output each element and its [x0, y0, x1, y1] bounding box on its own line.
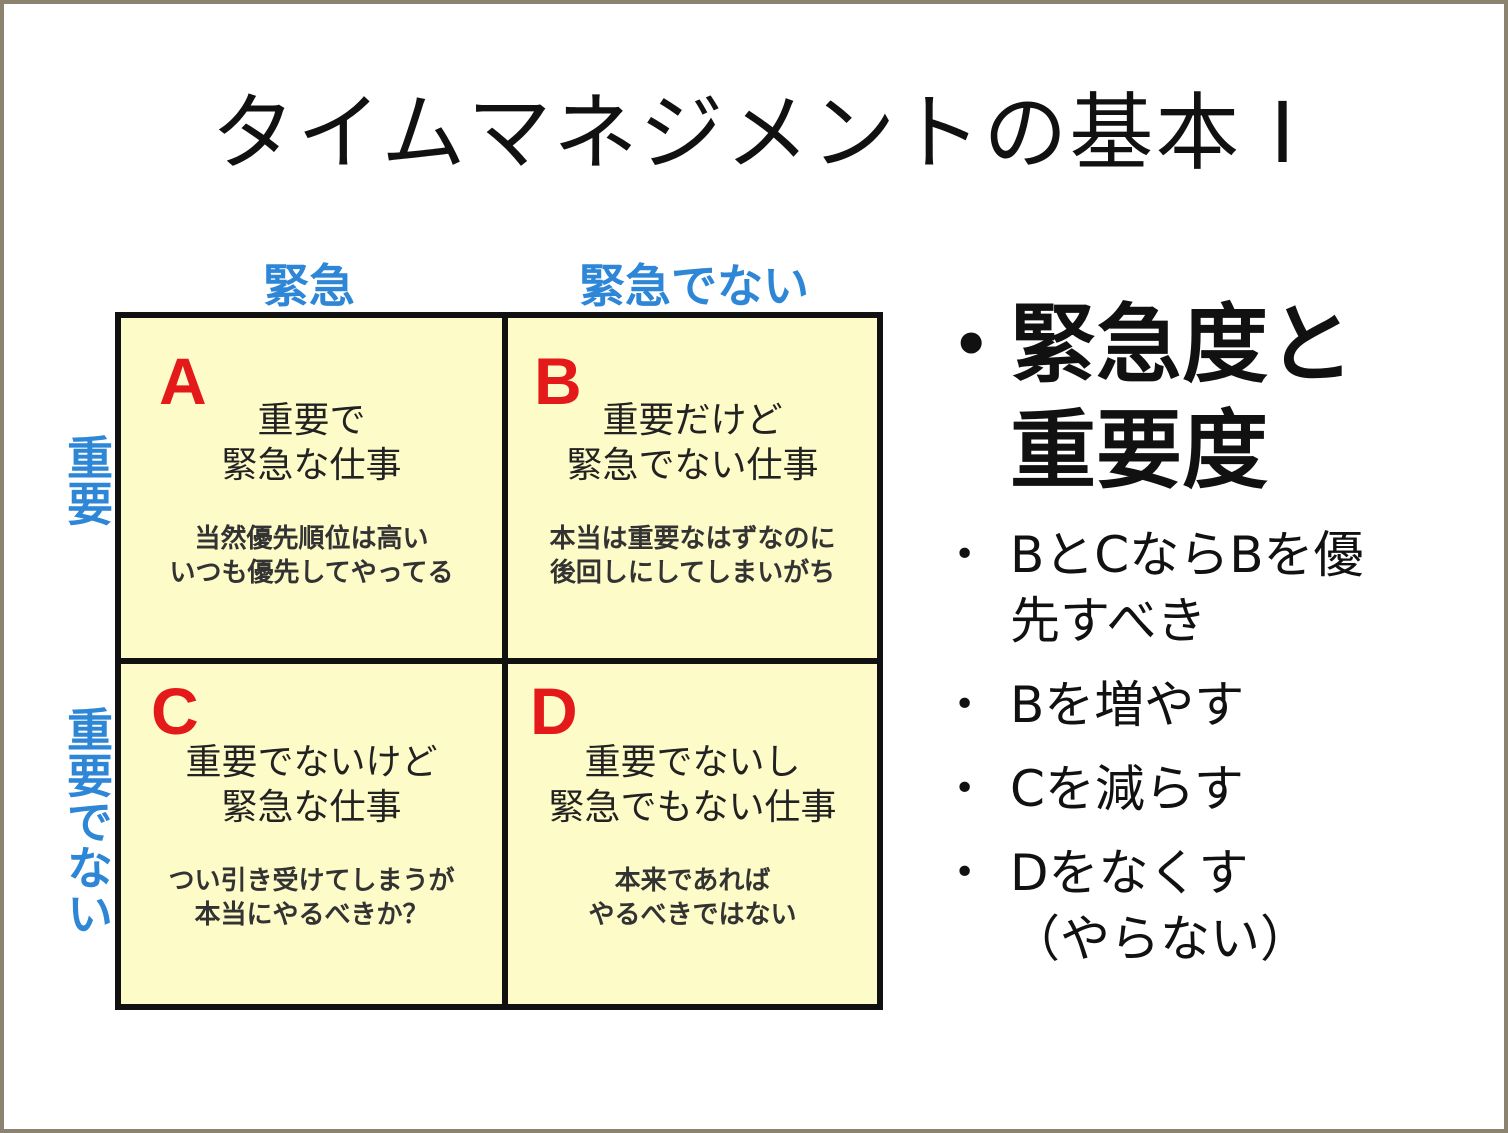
bullet-dot-icon: •	[954, 768, 976, 809]
quadrant-d: D 重要でないし 緊急でもない仕事 本来であれば やるべきではない	[508, 664, 877, 1004]
main-bullet: • 緊急度と 重要度	[944, 292, 1484, 504]
quadrant-description: 本当は重要なはずなのに 後回しにしてしまいがち	[508, 522, 877, 590]
quadrant-letter: B	[534, 344, 582, 418]
quadrant-title-line: 重要だけど	[602, 400, 783, 441]
sub-bullet-line: Dをなくす	[1010, 844, 1249, 902]
quadrant-title-line: 重要でないし	[584, 742, 801, 783]
quadrant-title: 重要で 緊急な仕事	[121, 398, 502, 488]
quadrant-letter: D	[530, 674, 578, 748]
bullet-dot-icon: •	[952, 310, 991, 380]
quadrant-description: つい引き受けてしまうが 本当にやるべきか？	[121, 864, 502, 932]
sub-bullet-line: 先すべき	[1010, 592, 1207, 650]
quadrant-title-line: 緊急でない仕事	[566, 445, 819, 486]
quadrant-description-line: 本来であれば	[614, 866, 771, 896]
sub-bullet-line: BとCならBを優	[1010, 526, 1364, 584]
quadrant-description-line: つい引き受けてしまうが	[168, 866, 455, 896]
quadrant-a: A 重要で 緊急な仕事 当然優先順位は高い いつも優先してやってる	[121, 318, 502, 658]
sub-bullet-item: • Bを増やす	[944, 672, 1484, 738]
quadrant-c: C 重要でないけど 緊急な仕事 つい引き受けてしまうが 本当にやるべきか？	[121, 664, 502, 1004]
quadrant-title-line: 重要で	[257, 400, 366, 441]
main-bullet-line: 重要度	[1010, 401, 1268, 501]
quadrant-description-line: 後回しにしてしまいがち	[549, 558, 836, 588]
quadrant-title-line: 緊急な仕事	[221, 445, 402, 486]
quadrant-description-line: 本当は重要なはずなのに	[549, 524, 836, 554]
eisenhower-matrix: A 重要で 緊急な仕事 当然優先順位は高い いつも優先してやってる B 重要だけ…	[115, 312, 883, 1010]
sub-bullet-item: • Dをなくす （やらない）	[944, 840, 1484, 972]
quadrant-title-line: 緊急でもない仕事	[548, 787, 837, 828]
bullet-dot-icon: •	[954, 534, 976, 575]
slide-title: タイムマネジメントの基本 I	[211, 84, 1297, 182]
quadrant-title: 重要でないし 緊急でもない仕事	[508, 740, 877, 830]
quadrant-title-line: 緊急な仕事	[221, 787, 402, 828]
row-header-not-important: 重要でない	[60, 706, 114, 936]
quadrant-description-line: 当然優先順位は高い	[194, 524, 429, 554]
sub-bullet-line: Cを減らす	[1010, 760, 1244, 818]
sub-bullet-item: • BとCならBを優 先すべき	[944, 522, 1484, 654]
quadrant-title: 重要でないけど 緊急な仕事	[121, 740, 502, 830]
quadrant-description-line: 本当にやるべきか？	[194, 900, 429, 930]
sub-bullet-item: • Cを減らす	[944, 756, 1484, 822]
main-bullet-line: 緊急度と	[1010, 295, 1354, 395]
row-header-important: 重要	[60, 434, 114, 526]
column-header-urgent: 緊急	[263, 259, 355, 313]
bullet-dot-icon: •	[954, 852, 976, 893]
quadrant-description-line: いつも優先してやってる	[169, 558, 454, 588]
sub-bullet-list: • BとCならBを優 先すべき • Bを増やす • Cを減らす • Dをなくす …	[944, 522, 1484, 972]
bullet-dot-icon: •	[954, 684, 976, 725]
quadrant-title: 重要だけど 緊急でない仕事	[508, 398, 877, 488]
sub-bullet-line: （やらない）	[1010, 910, 1310, 968]
quadrant-title-line: 重要でないけど	[185, 742, 438, 783]
quadrant-description: 本来であれば やるべきではない	[508, 864, 877, 932]
quadrant-description: 当然優先順位は高い いつも優先してやってる	[121, 522, 502, 590]
quadrant-letter: A	[159, 344, 207, 418]
bullet-panel: • 緊急度と 重要度 • BとCならBを優 先すべき • Bを増やす • Cを減…	[944, 292, 1484, 990]
column-header-not-urgent: 緊急でない	[579, 259, 809, 313]
quadrant-b: B 重要だけど 緊急でない仕事 本当は重要なはずなのに 後回しにしてしまいがち	[508, 318, 877, 658]
sub-bullet-line: Bを増やす	[1010, 676, 1245, 734]
quadrant-description-line: やるべきではない	[588, 900, 797, 930]
quadrant-letter: C	[151, 674, 199, 748]
